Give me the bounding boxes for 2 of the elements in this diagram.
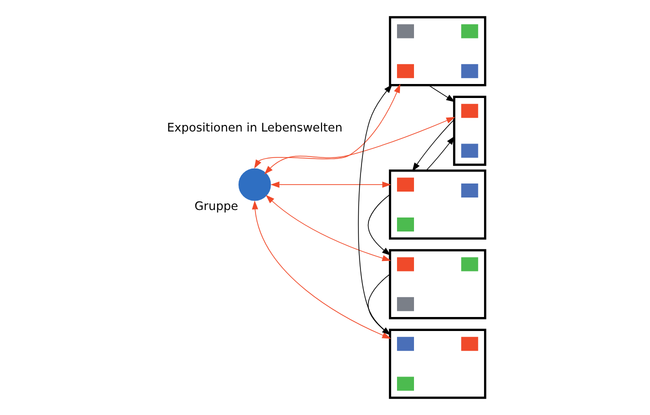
node-label: Gruppe xyxy=(194,198,238,213)
label: Expositionen in Lebenswelten xyxy=(166,120,342,134)
